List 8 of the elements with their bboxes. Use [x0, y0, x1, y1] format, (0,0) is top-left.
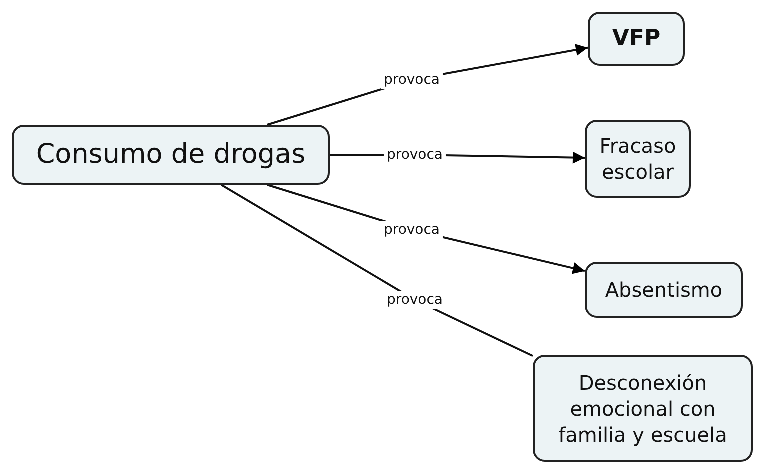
edge-label: provoca [380, 71, 444, 89]
concept-box: Desconexión emocional con familia y escuela [533, 355, 753, 462]
concept-box: Consumo de drogas [12, 125, 330, 185]
concept-box: Fracaso escolar [585, 120, 691, 198]
connector-line [220, 184, 534, 358]
concept-box: Absentismo [585, 262, 743, 318]
edge-label: provoca [380, 221, 444, 239]
concept-box: VFP [588, 12, 685, 66]
